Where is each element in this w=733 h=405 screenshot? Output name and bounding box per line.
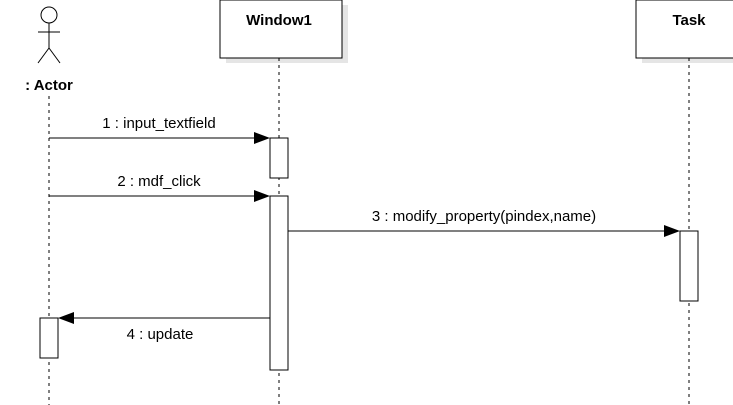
message-2-arrowhead (254, 190, 270, 202)
message-1-arrowhead (254, 132, 270, 144)
message-1-label: 1 : input_textfield (102, 115, 215, 132)
actor-label: : Actor (25, 77, 73, 94)
message-2-label: 2 : mdf_click (117, 173, 201, 190)
object-task-label: Task (672, 12, 706, 29)
task-activation (679, 230, 699, 302)
object-task-box (635, 0, 733, 63)
window1-activation-1 (269, 137, 289, 179)
actor-activation (39, 317, 59, 359)
actor-icon (37, 6, 61, 64)
object-window1-label: Window1 (246, 12, 312, 29)
message-3-arrowhead (664, 225, 680, 237)
window1-activation-2 (269, 195, 289, 371)
object-window1-box (219, 0, 348, 63)
message-3-label: 3 : modify_property(pindex,name) (372, 208, 596, 225)
message-4-label: 4 : update (127, 326, 194, 343)
message-4-arrowhead (58, 312, 74, 324)
